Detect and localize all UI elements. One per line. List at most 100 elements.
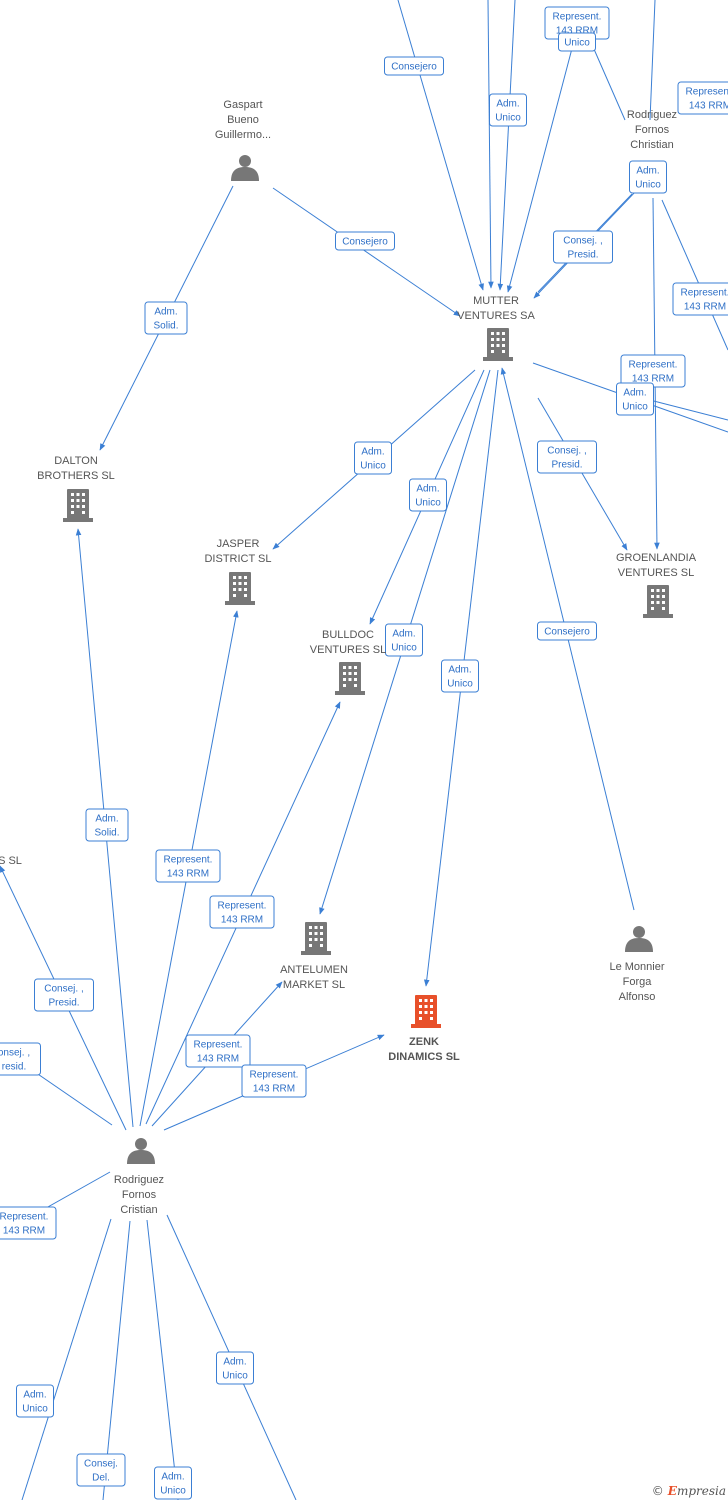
edge-role-label[interactable]: Adm.Unico — [385, 623, 423, 657]
relation-edge — [146, 1219, 179, 1500]
edge-label-text: Represent. — [250, 1070, 299, 1081]
edge-label-text: Represent. — [681, 288, 728, 299]
edge-label-text: Represent. — [0, 1212, 48, 1223]
edge-label-text: Presid. — [48, 998, 79, 1009]
edge-role-label[interactable]: Consej. ,Presid. — [34, 978, 94, 1012]
edge-role-label[interactable]: Consej. ,Presid. — [553, 230, 613, 264]
edge-role-label[interactable]: Adm.Unico — [629, 160, 667, 194]
node-label: GROENLANDIA — [616, 552, 697, 564]
building-icon — [225, 572, 255, 605]
edge-role-label[interactable]: Represent.143 RRM — [677, 81, 728, 115]
edge-label-text: Unico — [160, 1486, 186, 1497]
edge-role-label[interactable]: Adm.Unico — [409, 478, 447, 512]
node-label: Fornos — [122, 1189, 157, 1201]
edge-label-text: Adm. — [448, 665, 471, 676]
edge-label-text: Adm. — [223, 1357, 246, 1368]
copyright-symbol: © — [651, 1484, 664, 1498]
node-label: Rodriguez — [114, 1174, 164, 1186]
edge-label-box — [677, 81, 728, 115]
edge-role-label[interactable]: Represent.143 RRM — [0, 1206, 57, 1240]
relation-edge — [506, 17, 581, 293]
edge-role-label[interactable]: Adm.Unico — [16, 1384, 54, 1418]
edge-role-label[interactable]: Consejero — [335, 231, 395, 251]
edge-role-label[interactable]: Adm. Unico — [489, 93, 527, 127]
node-label: Fornos — [635, 124, 670, 136]
edge-label-box — [0, 1206, 57, 1240]
node-label: Gaspart — [223, 99, 262, 111]
node-partial-left[interactable]: S SL — [0, 855, 22, 867]
edge-label-text: Adm. — [361, 447, 384, 458]
edge-label-text: 143 RRM — [684, 302, 726, 313]
edge-role-label[interactable]: Represent.143 RRM — [155, 849, 221, 883]
edge-label-box — [616, 382, 654, 416]
edge-label-text: Solid. — [94, 828, 119, 839]
node-label: Le Monnier — [609, 961, 664, 973]
edge-role-label[interactable]: Adm. Unico — [216, 1351, 254, 1385]
edge-label-box — [672, 282, 728, 316]
relation-edge — [537, 397, 628, 551]
edge-label-text: Unico — [495, 113, 521, 124]
node-label: ANTELUMEN — [280, 964, 348, 976]
edge-label-text: Del. — [92, 1473, 110, 1484]
edge-role-label[interactable]: onsej. ,resid. — [0, 1042, 41, 1076]
edge-role-label[interactable]: Represent.143 RRM — [620, 354, 686, 388]
edge-role-label[interactable]: Adm.Unico — [441, 659, 479, 693]
edge-label-text: Unico — [22, 1404, 48, 1415]
edge-label-box — [34, 978, 94, 1012]
node-label: Bueno — [227, 114, 259, 126]
edge-role-label[interactable]: Unico — [558, 32, 596, 52]
relation-edge — [497, 0, 516, 291]
relation-edge — [641, 397, 728, 421]
edge-label-box — [241, 1064, 307, 1098]
edge-label-text: Adm. — [496, 99, 519, 110]
relation-edge — [589, 39, 626, 121]
node-label: Forga — [623, 976, 653, 988]
edge-role-label[interactable]: Adm. Unico — [354, 441, 392, 475]
node-gaspart[interactable]: GaspartBuenoGuillermo... — [215, 99, 271, 181]
edge-label-text: Unico — [360, 461, 386, 472]
edge-label-text: Represent. — [194, 1040, 243, 1051]
node-label: MUTTER — [473, 295, 519, 307]
edge-role-label[interactable]: Consej.Del. — [76, 1453, 126, 1487]
edge-label-text: Represent. — [686, 87, 728, 98]
node-label: JASPER — [217, 538, 260, 550]
edge-label-text: Represent. — [218, 901, 267, 912]
relation-edge — [649, 0, 656, 121]
edge-role-label[interactable]: Adm.Unico — [154, 1466, 192, 1500]
edge-label-text: Adm. — [636, 166, 659, 177]
edge-label-text: Consejero — [342, 237, 388, 248]
building-icon — [411, 995, 441, 1028]
edge-role-label[interactable]: Consejero — [384, 56, 444, 76]
relation-edge — [397, 0, 484, 291]
edge-role-label[interactable]: Consej. ,Presid. — [537, 440, 597, 474]
person-icon — [127, 1138, 155, 1164]
edge-role-label[interactable]: Consejero — [537, 621, 597, 641]
edge-role-label[interactable]: Represent.143 RRM — [185, 1034, 251, 1068]
edge-role-label[interactable]: Adm.Unico — [616, 382, 654, 416]
edge-role-label[interactable]: Represent.143 RRM — [209, 895, 275, 929]
edge-label-box — [185, 1034, 251, 1068]
edge-label-box — [154, 1466, 192, 1500]
edge-label-box — [155, 849, 221, 883]
edge-label-text: Unico — [222, 1371, 248, 1382]
edge-label-box — [441, 659, 479, 693]
node-label: Rodriguez — [627, 109, 677, 121]
edge-label-box — [409, 478, 447, 512]
edge-label-text: resid. — [2, 1062, 26, 1073]
edge-role-label[interactable]: Represent.143 RRM — [241, 1064, 307, 1098]
building-icon — [63, 489, 93, 522]
edge-role-label[interactable]: Adm.Solid. — [85, 808, 129, 842]
edge-role-label[interactable]: Adm.Solid. — [144, 301, 188, 335]
edge-role-label[interactable]: Represent. 143 RRM — [672, 282, 728, 316]
